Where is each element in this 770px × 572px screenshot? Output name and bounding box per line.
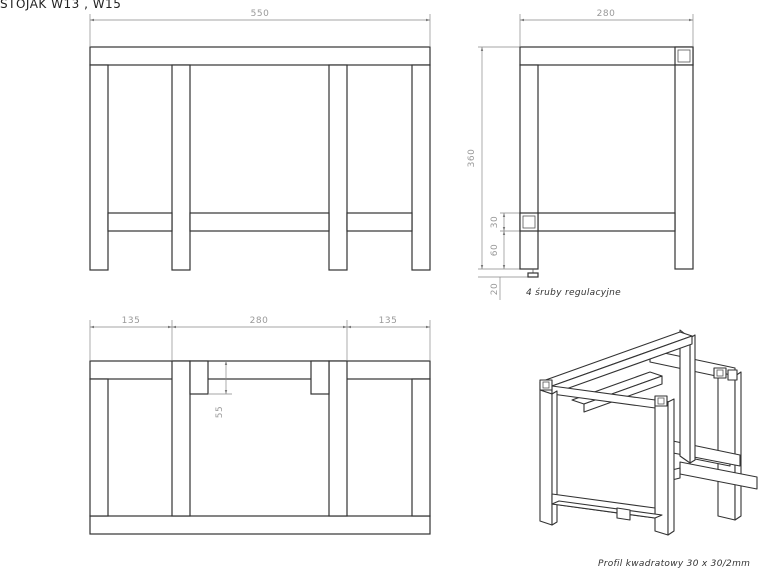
isometric-view [539,329,758,536]
front-view: 550 [89,9,431,271]
top-front-rail [89,515,431,535]
iso-front-leg-left [539,389,553,526]
iso-lower-tube-section [616,507,631,521]
top-outer-right [411,378,431,517]
front-leg-1 [89,64,109,271]
side-width-label: 280 [597,9,616,19]
front-width-label: 550 [251,9,270,19]
iso-tube-section-3 [713,367,727,379]
top-notch-label: 55 [215,406,225,418]
top-left-label: 135 [122,316,141,326]
front-top-rail [89,46,431,66]
top-inner-right [328,360,348,517]
front-leg-3 [328,64,348,271]
side-lower-rail [537,212,676,232]
foot-height-label: 20 [490,283,500,295]
top-notch-left [189,360,209,395]
side-view: 280 360 30 60 20 [467,9,694,300]
top-outer-left [89,378,109,517]
drawing-title: STOJAK W13 , W15 [0,0,122,11]
top-notch-right [310,360,330,395]
top-inner-left [171,360,191,517]
iso-back-leg-left [689,334,696,464]
front-lower-rail-2 [189,212,330,232]
lower-gap-label: 60 [490,244,500,256]
side-leg-right [674,64,694,270]
top-middle-label: 280 [250,316,269,326]
front-lower-rail-3 [346,212,413,232]
side-lower-tube-section [519,212,539,232]
top-back-rail [89,360,431,380]
iso-back-leg-right [717,371,736,521]
height-label: 360 [467,149,477,168]
front-leg-2 [171,64,191,271]
iso-tube-section-1 [539,379,553,391]
adjusting-screw-foot [527,272,539,278]
screws-note: 4 śruby regulacyjne [526,288,621,298]
side-top-rail [519,46,694,66]
tube-height-label: 30 [490,216,500,228]
profile-note: Profil kwadratowy 30 x 30/2mm [598,559,751,569]
iso-tube-section-2 [654,395,668,407]
top-view: 135 280 135 55 [89,316,431,535]
front-leg-4 [411,64,431,271]
side-leg-left [519,64,539,270]
top-right-label: 135 [379,316,398,326]
front-lower-rail-1 [107,212,173,232]
